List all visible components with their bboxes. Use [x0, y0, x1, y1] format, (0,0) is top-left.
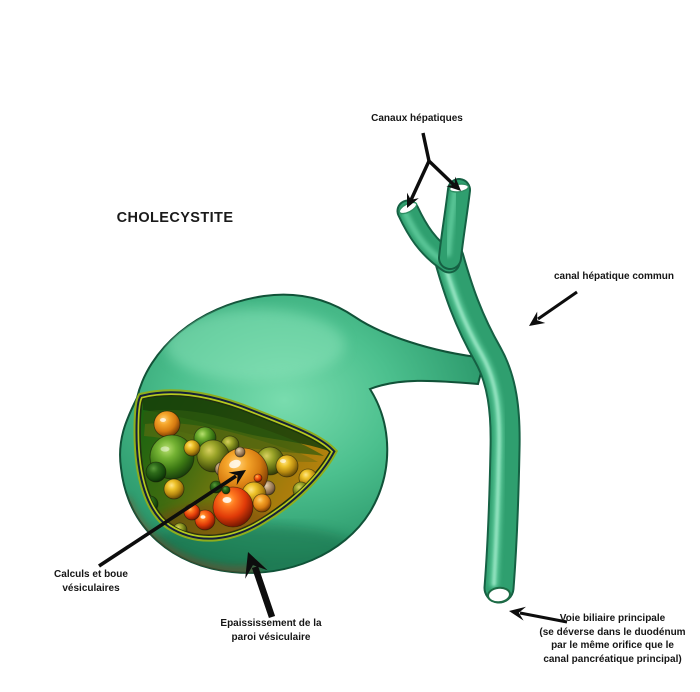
label-hepatic-ducts-text: Canaux hépatiques — [371, 113, 463, 124]
gallstone — [221, 485, 231, 495]
gallstone — [253, 473, 263, 483]
label-main-bile-duct-line2: (se déverse dans le duodénum — [539, 626, 686, 638]
bile-ducts — [396, 178, 521, 604]
label-gallstones: Calculs et boue vésiculaires — [25, 568, 157, 596]
arrow-wall-thickening — [245, 552, 276, 619]
annotation-arrows — [98, 132, 578, 624]
stone-highlights — [160, 418, 286, 519]
label-wall-thickening-line1: Epaississement de la — [220, 618, 322, 629]
right-hepatic-duct-shape — [438, 178, 471, 270]
label-main-bile-duct-line1: Voie biliaire principale — [559, 613, 666, 624]
label-main-bile-duct-line3: par le même orifice que le — [551, 640, 674, 651]
left-duct-opening — [398, 201, 418, 215]
main-duct-opening — [487, 586, 511, 604]
gallstone — [153, 410, 181, 438]
gallstone — [145, 461, 167, 483]
arrow-main-bile-duct — [509, 606, 568, 624]
arrow-hepatic-ducts — [407, 132, 461, 208]
gallstone — [163, 478, 185, 500]
label-wall-thickening-line2: paroi vésiculaire — [231, 632, 311, 643]
label-common-hepatic-duct: canal hépatique commun — [530, 270, 698, 283]
label-gallstones-line1: Calculs et boue — [54, 569, 128, 580]
label-gallstones-line2: vésiculaires — [62, 583, 120, 594]
common-bile-duct-shape — [433, 242, 521, 604]
arrow-gallstones — [98, 470, 246, 568]
arrow-common-hepatic-duct — [529, 290, 578, 326]
diagram-title: CHOLECYSTITE — [116, 210, 234, 226]
gallstone — [275, 454, 299, 478]
gallstone — [212, 486, 254, 528]
gallstone — [183, 439, 201, 457]
label-wall-thickening: Epaississement de la paroi vésiculaire — [205, 617, 337, 645]
label-common-hepatic-duct-text: canal hépatique commun — [553, 271, 675, 282]
label-main-bile-duct-line4: canal pancréatique principal) — [543, 653, 682, 665]
label-main-bile-duct: Voie biliaire principale (se déverse dan… — [525, 612, 700, 666]
gallstone — [194, 509, 216, 531]
gallstone — [234, 446, 246, 458]
duct-openings — [398, 183, 511, 604]
gallbladder-cutaway-window — [140, 396, 330, 540]
gallstone — [252, 493, 272, 513]
label-hepatic-ducts: Canaux hépatiques — [347, 112, 487, 125]
